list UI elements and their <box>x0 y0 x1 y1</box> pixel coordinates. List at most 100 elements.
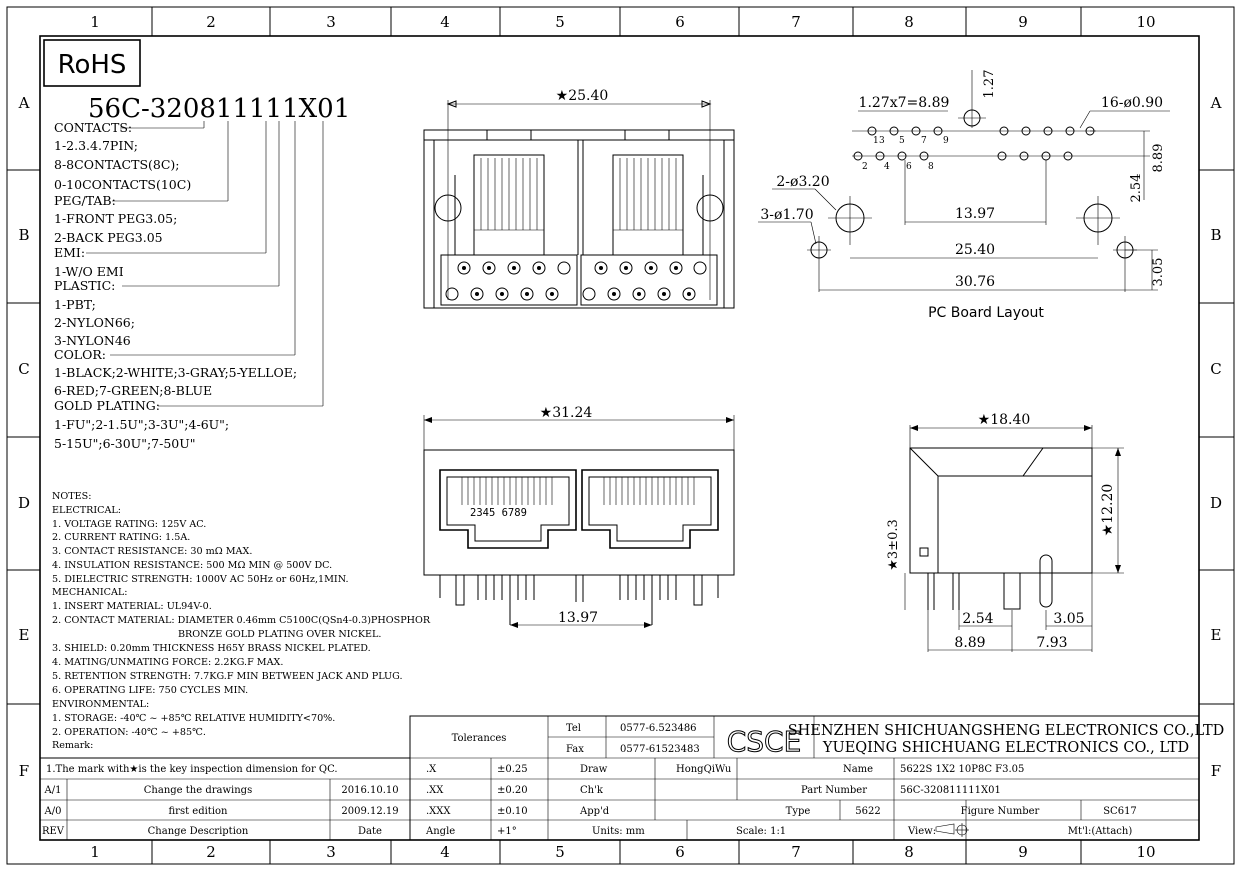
pcb-pin-label: 3 <box>879 136 885 146</box>
tol-val: +1° <box>497 826 517 837</box>
row-label-right: F <box>1211 762 1221 780</box>
name-value: 5622S 1X2 10P8C F3.05 <box>900 764 1024 775</box>
col-label-top: 2 <box>206 13 216 31</box>
note-line: 2. CONTACT MATERIAL: DIAMETER 0.46mm C51… <box>52 615 431 626</box>
note-line: BRONZE GOLD PLATING OVER NICKEL. <box>178 629 381 640</box>
spec-line: 1-FRONT PEG3.05; <box>54 211 177 226</box>
row-label-left: A <box>18 94 30 112</box>
rev-date: Date <box>358 826 382 837</box>
units-label: Units: mm <box>592 826 645 837</box>
company-name-1: SHENZHEN SHICHUANGSHENG ELECTRONICS CO.,… <box>788 723 1225 739</box>
note-line: 1. INSERT MATERIAL: UL94V-0. <box>52 601 212 612</box>
dim-13-97-front: 13.97 <box>558 610 598 626</box>
spec-leader-lines <box>86 121 324 407</box>
rev-date: 2016.10.10 <box>341 785 398 796</box>
pcb-pin-label: 5 <box>899 136 905 146</box>
spec-line: 1-BLACK;2-WHITE;3-GRAY;5-YELLOE; <box>54 365 297 380</box>
row-label-left: F <box>19 762 29 780</box>
spec-heading: COLOR: <box>54 347 106 362</box>
dim-18-40: ★18.40 <box>978 412 1031 428</box>
pcb-h3: 3-ø1.70 <box>760 207 813 223</box>
spec-heading: PLASTIC: <box>54 278 115 293</box>
spec-legend: CONTACTS: 1-2.3.4.7PIN; 8-8CONTACTS(8C);… <box>54 120 297 451</box>
col-label-bottom: 7 <box>791 843 801 861</box>
company-logo: CSCE <box>727 725 802 758</box>
spec-line: 2-BACK PEG3.05 <box>54 230 163 245</box>
rev-desc: Change Description <box>148 826 249 837</box>
note-line: 1. STORAGE: -40℃ ~ +85℃ RELATIVE HUMIDIT… <box>52 713 335 724</box>
note-line: 6. OPERATING LIFE: 750 CYCLES MIN. <box>52 685 248 696</box>
pcb-pin-label: 6 <box>906 162 912 172</box>
approve-label: App'd <box>579 806 610 817</box>
col-label-top: 4 <box>440 13 450 31</box>
title-block: 1.The mark with★is the key inspection di… <box>39 715 1225 841</box>
col-label-bottom: 9 <box>1018 843 1028 861</box>
pcb-h2: 2-ø3.20 <box>776 174 829 190</box>
rev-desc: first edition <box>169 806 229 817</box>
dim-7-93-side: 7.93 <box>1036 635 1067 651</box>
col-label-top: 1 <box>90 13 100 31</box>
spec-line: 5-15U";6-30U";7-50U" <box>54 436 196 451</box>
pcb-d2540: 25.40 <box>955 242 995 258</box>
note-line: MECHANICAL: <box>52 587 128 598</box>
name-label: Name <box>843 764 873 775</box>
col-label-bottom: 10 <box>1136 843 1155 861</box>
part-number-value: 56C-320811111X01 <box>900 785 1001 796</box>
rohs-mark: RoHS <box>43 39 141 87</box>
tolerances-label: Tolerances <box>452 733 507 744</box>
rev-id: REV <box>42 826 65 837</box>
pcb-pin-label: 4 <box>884 162 890 172</box>
row-label-right: B <box>1210 226 1221 244</box>
col-label-top: 5 <box>555 13 565 31</box>
pcb-v889: 8.89 <box>1151 144 1166 173</box>
tol-val: ±0.10 <box>497 806 528 817</box>
col-label-top: 6 <box>675 13 685 31</box>
fax-label: Fax <box>566 744 584 755</box>
tol-key: .XX <box>426 785 444 796</box>
row-label-left: B <box>18 226 29 244</box>
pcb-layout: PC Board Layout 1.27x7=8.89 1.27 16-ø0.9… <box>758 70 1170 321</box>
front-view-top: ★25.40 <box>423 88 735 309</box>
draw-value: HongQiWu <box>676 764 732 775</box>
company-name-2: YUEQING SHICHUANG ELECTRONICS CO., LTD <box>822 740 1189 756</box>
pcb-pin-label: 9 <box>943 136 949 146</box>
spec-line: 1-2.3.4.7PIN; <box>54 138 138 153</box>
spec-line: 2-NYLON66; <box>54 315 135 330</box>
dim-12-20: ★12.20 <box>1100 484 1116 537</box>
col-label-bottom: 8 <box>904 843 914 861</box>
col-label-bottom: 2 <box>206 843 216 861</box>
row-label-left: C <box>18 360 29 378</box>
row-label-right: D <box>1210 494 1222 512</box>
part-code: 56C-320811111X01 <box>88 94 350 124</box>
dim-2-54-side: 2.54 <box>962 611 993 627</box>
col-label-bottom: 1 <box>90 843 100 861</box>
rev-id: A/1 <box>44 785 62 796</box>
spec-heading: EMI: <box>54 245 85 260</box>
note-line: 3. CONTACT RESISTANCE: 30 mΩ MAX. <box>52 546 252 557</box>
tol-key: .X <box>426 764 437 775</box>
note-line: Remark: <box>52 740 93 751</box>
rohs-text: RoHS <box>58 50 127 80</box>
spec-line: 6-RED;7-GREEN;8-BLUE <box>54 383 212 398</box>
spec-heading: CONTACTS: <box>54 120 132 135</box>
col-label-top: 7 <box>791 13 801 31</box>
col-label-bottom: 6 <box>675 843 685 861</box>
remark-text: 1.The mark with★is the key inspection di… <box>46 764 338 775</box>
note-line: 1. VOLTAGE RATING: 125V AC. <box>52 519 206 530</box>
dim-3-pm-0-3: ★3±0.3 <box>886 519 901 571</box>
note-line: ELECTRICAL: <box>52 505 121 516</box>
pcb-holes16: 16-ø0.90 <box>1101 95 1163 111</box>
tol-key: Angle <box>425 826 455 837</box>
scale-label: Scale: 1:1 <box>736 826 786 837</box>
spec-heading: GOLD PLATING: <box>54 398 160 413</box>
note-line: NOTES: <box>52 491 91 502</box>
tel-value: 0577-6.523486 <box>620 723 697 734</box>
col-label-bottom: 4 <box>440 843 450 861</box>
col-label-top: 3 <box>326 13 336 31</box>
spec-heading: PEG/TAB: <box>54 193 116 208</box>
view-label: View: <box>907 826 936 837</box>
pcb-pin-label: 1 <box>873 136 879 146</box>
pcb-pitch: 1.27x7=8.89 <box>859 95 950 111</box>
rev-date: 2009.12.19 <box>341 806 398 817</box>
